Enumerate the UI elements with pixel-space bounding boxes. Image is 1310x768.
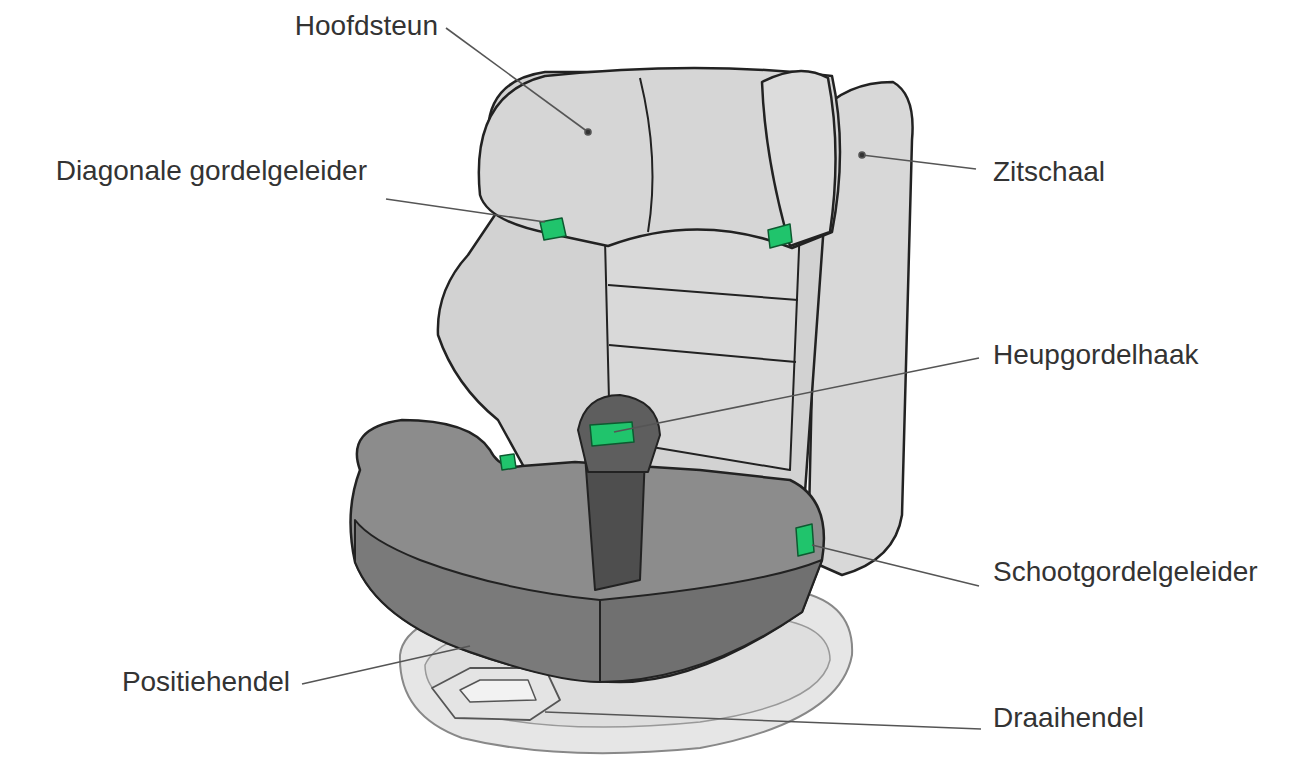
- leader-dot: [585, 129, 591, 135]
- part-label: Heupgordelhaak: [993, 339, 1199, 371]
- seat-front-left: [355, 520, 600, 682]
- belt-clip: [590, 422, 634, 446]
- leader-line: [614, 358, 979, 432]
- part-label: Zitschaal: [993, 156, 1105, 188]
- leader-line: [446, 28, 588, 132]
- part-label: Diagonale gordelgeleider: [56, 155, 367, 187]
- leader-line: [545, 712, 981, 729]
- part-label: Draaihendel: [993, 702, 1144, 734]
- headrest-wing: [762, 71, 836, 246]
- leader-line: [812, 545, 979, 586]
- leader-line: [386, 199, 545, 222]
- diagonal-guide-right: [768, 224, 792, 248]
- rotation-handle-grip: [460, 680, 536, 702]
- belt-hook: [578, 395, 660, 472]
- belt-strap: [585, 455, 645, 590]
- headrest-seam: [640, 78, 653, 232]
- rotation-handle: [432, 668, 560, 720]
- part-label: Schootgordelgeleider: [993, 556, 1258, 588]
- leader-line: [302, 646, 470, 684]
- lap-guide-left: [500, 454, 516, 470]
- leader-dot: [859, 152, 865, 158]
- part-label: Hoofdsteun: [295, 10, 438, 42]
- lap-guide-right: [796, 524, 814, 556]
- leader-line: [862, 155, 976, 169]
- part-label: Positiehendel: [122, 666, 290, 698]
